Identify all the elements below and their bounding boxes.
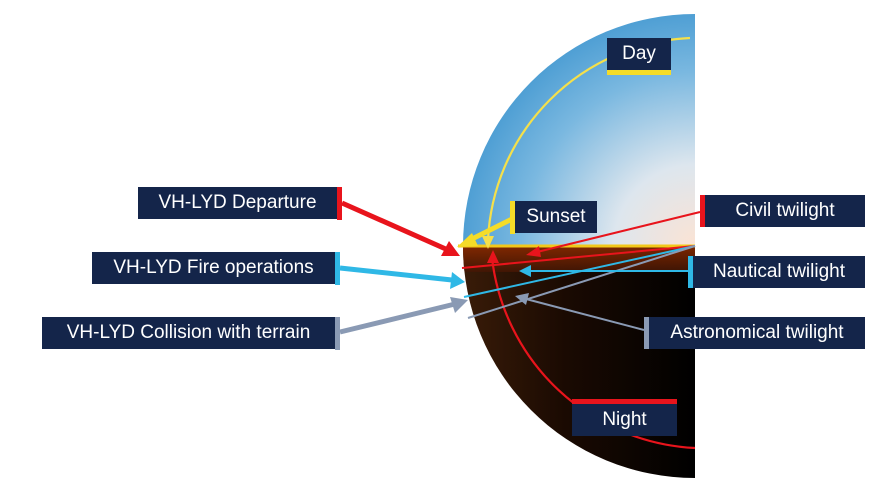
collision-arrowhead xyxy=(450,297,468,313)
astronomical-twilight-line xyxy=(467,245,696,319)
civil-twilight-arrowhead xyxy=(526,246,541,257)
nautical-twilight-label-accent xyxy=(688,256,693,288)
day-label-accent xyxy=(607,70,671,75)
civil-twilight-label: Civil twilight xyxy=(705,195,865,227)
night-label: Night xyxy=(572,404,677,436)
astronomical-twilight-pointer xyxy=(525,298,645,331)
nautical-twilight-arrowhead xyxy=(519,265,531,277)
night-arc-arrowhead xyxy=(487,250,499,263)
fire-operations-arrowhead xyxy=(450,272,465,289)
day-arc-arrowhead xyxy=(482,236,494,249)
civil-twilight-line xyxy=(461,245,696,269)
departure-arrowhead xyxy=(441,241,460,256)
collision-pointer xyxy=(339,301,456,335)
astronomical-twilight-label: Astronomical twilight xyxy=(649,317,865,349)
sunset-label: Sunset xyxy=(515,201,597,233)
civil-twilight-pointer xyxy=(536,211,701,253)
night-sky-region xyxy=(463,246,695,478)
fire-operations-label: VH-LYD Fire operations xyxy=(92,252,335,284)
departure-label-accent xyxy=(337,187,342,220)
night-label-accent xyxy=(572,399,677,404)
fire-operations-pointer xyxy=(339,265,453,283)
civil-twilight-label-accent xyxy=(700,195,705,227)
sunset-pointer xyxy=(468,216,514,243)
astronomical-twilight-arrowhead xyxy=(515,293,529,305)
sunset-label-accent xyxy=(510,201,515,234)
departure-pointer xyxy=(340,200,450,253)
nautical-twilight-label: Nautical twilight xyxy=(693,256,865,288)
fire-operations-label-accent xyxy=(335,252,340,285)
sunset-arrowhead xyxy=(457,233,478,247)
day-label: Day xyxy=(607,38,671,70)
collision-label-accent xyxy=(335,317,340,350)
departure-label: VH-LYD Departure xyxy=(138,187,337,219)
collision-label: VH-LYD Collision with terrain xyxy=(42,317,335,349)
night-arc xyxy=(490,257,696,450)
astronomical-twilight-label-accent xyxy=(644,317,649,349)
